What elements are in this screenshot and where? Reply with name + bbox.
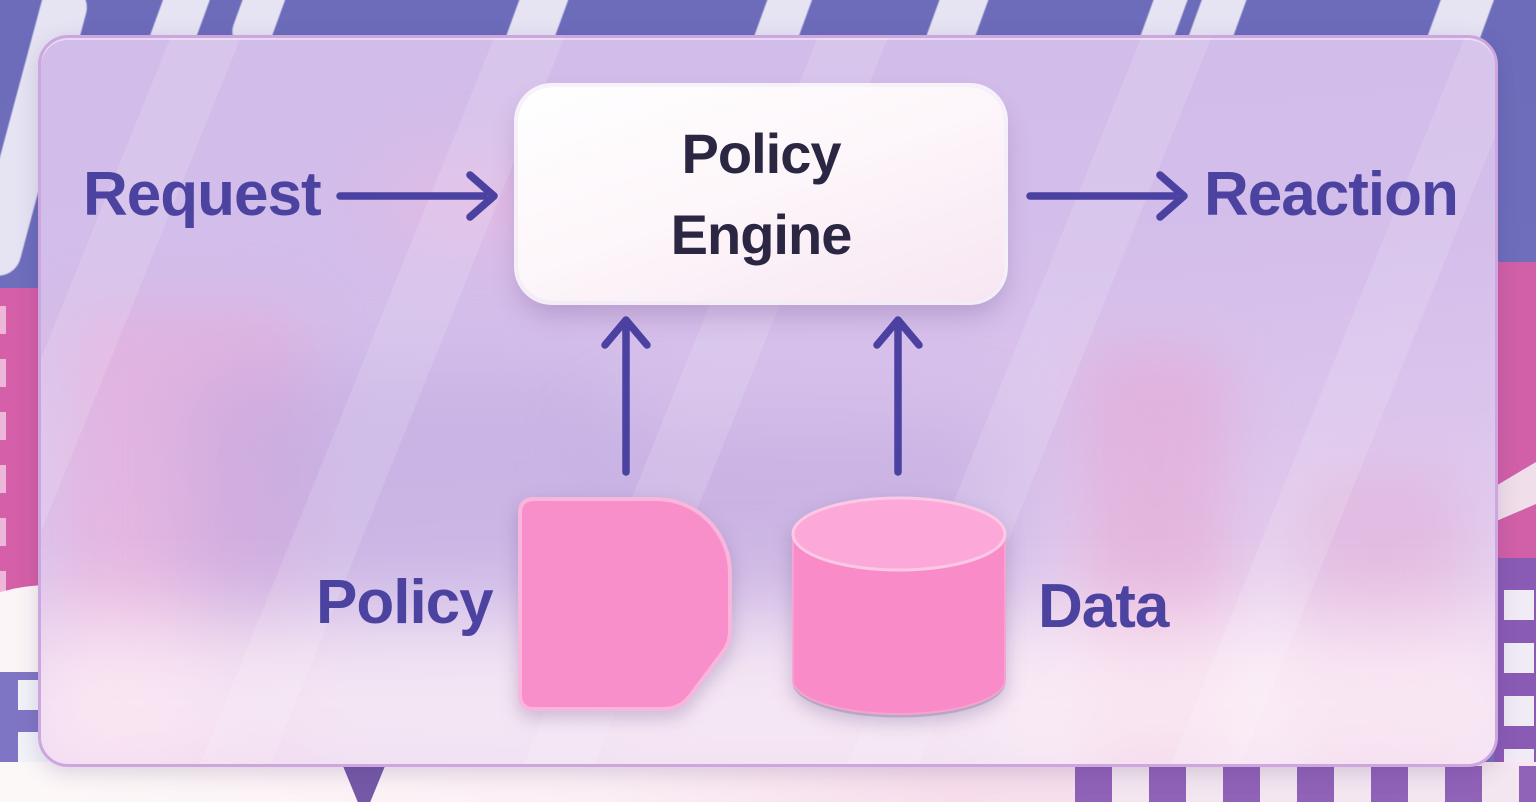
arrow-request-to-engine bbox=[336, 171, 498, 221]
policy-engine-label-line1: Policy bbox=[681, 121, 842, 185]
checkered-building-strip bbox=[1075, 766, 1536, 802]
policy-engine-label-line2: Engine bbox=[670, 203, 853, 266]
data-label: Data bbox=[1038, 572, 1169, 641]
arrow-engine-to-reaction bbox=[1026, 171, 1188, 221]
policy-document-shape bbox=[518, 497, 732, 711]
frosted-blob bbox=[41, 618, 1495, 764]
arrow-data-to-engine bbox=[873, 316, 923, 476]
policy-engine-node: Policy Engine bbox=[518, 87, 1004, 301]
diagram-card: Request Policy Engine Reaction bbox=[38, 35, 1498, 767]
arrow-policy-to-engine bbox=[601, 316, 651, 476]
database-cylinder bbox=[791, 496, 1007, 718]
building-right-pink bbox=[1494, 262, 1536, 802]
reaction-label: Reaction bbox=[1204, 160, 1459, 229]
request-label: Request bbox=[83, 160, 322, 229]
policy-label: Policy bbox=[316, 568, 494, 637]
